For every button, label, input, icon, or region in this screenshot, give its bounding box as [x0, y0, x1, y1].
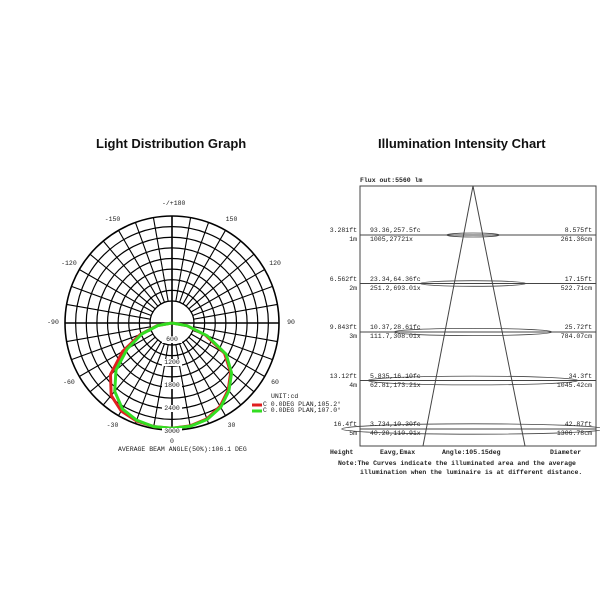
polar-spoke — [175, 217, 192, 302]
illuminated-area-ellipse — [341, 423, 600, 435]
eavg-lx: 111.7,308.01x — [370, 333, 421, 340]
angle-label: 120 — [269, 259, 281, 267]
height-ft: 13.12ft — [329, 372, 357, 380]
illumination-chart-title: Illumination Intensity Chart — [378, 136, 546, 151]
polar-spoke — [89, 253, 156, 310]
illuminated-area-ellipse — [393, 327, 553, 336]
height-m: 4m — [349, 381, 357, 389]
height-m: 1m — [349, 236, 357, 243]
polar-spoke — [188, 253, 255, 310]
note-line-1: Note:The Curves indicate the illuminated… — [338, 460, 576, 467]
polar-spoke — [102, 240, 159, 307]
height-ft: 16.4ft — [333, 421, 357, 428]
diameter-ft: 8.575ft — [564, 227, 592, 234]
diameter-ft: 25.72ft — [564, 324, 592, 331]
illuminated-area-ellipse — [367, 375, 579, 386]
angle-label: 60 — [271, 378, 279, 386]
polar-spoke — [152, 344, 169, 429]
footer-angle: Angle:105.15deg — [442, 449, 501, 456]
eavg-fc: 5.835,16.10fc — [370, 372, 421, 380]
polar-spoke — [190, 269, 265, 313]
diameter-cm: 1306.78cm — [556, 430, 592, 437]
illuminated-area-ellipse — [446, 232, 500, 238]
polar-spoke — [79, 333, 154, 377]
polar-spoke — [182, 230, 226, 305]
footer-diameter: Diameter — [550, 449, 582, 456]
radial-label: 3000 — [162, 428, 182, 435]
diameter-cm: 522.71cm — [560, 284, 592, 292]
note-line-2: illumination when the luminaire is at di… — [360, 469, 583, 476]
light-distribution-title: Light Distribution Graph — [96, 136, 247, 151]
diameter-cm: 261.36cm — [560, 236, 592, 243]
eavg-fc: 10.37,28.61fc — [370, 324, 421, 331]
polar-spoke — [66, 303, 151, 320]
polar-spoke — [185, 339, 242, 406]
polar-spoke — [89, 336, 156, 393]
polar-spoke — [179, 343, 210, 424]
illuminated-area-ellipse — [419, 280, 527, 287]
polar-spoke — [188, 336, 255, 393]
radial-label: 2400 — [162, 405, 182, 412]
eavg-fc: 23.34,64.36fc — [370, 275, 421, 283]
polar-spoke — [193, 303, 278, 320]
eavg-lx: 1005,27721x — [370, 236, 413, 243]
diameter-cm: 784.07cm — [560, 333, 592, 340]
polar-spoke — [134, 343, 165, 424]
height-m: 3m — [349, 333, 357, 340]
legend-entry: C 0.0DEG PLAN,107.0° — [263, 407, 342, 414]
polar-spoke — [71, 285, 152, 316]
radial-label: 1200 — [162, 359, 182, 366]
footer-eavg: Eavg,Emax — [380, 449, 416, 456]
height-ft: 6.562ft — [329, 275, 357, 283]
angle-label: 90 — [287, 319, 295, 326]
polar-spoke — [66, 326, 151, 343]
angle-label: 150 — [225, 215, 238, 223]
radial-label: 1800 — [162, 382, 182, 389]
polar-spoke — [193, 326, 278, 343]
polar-spoke — [118, 341, 162, 416]
angle-label: -120 — [61, 259, 77, 267]
angle-label: -/+180 — [162, 200, 186, 207]
angle-label: -60 — [63, 378, 75, 386]
height-m: 5m — [349, 430, 357, 437]
diameter-cm: 1045.42cm — [556, 381, 592, 389]
angle-label: -150 — [104, 215, 121, 223]
chart-frame — [359, 185, 597, 447]
polar-spoke — [79, 269, 154, 313]
polar-spoke — [152, 217, 169, 302]
angle-label: -90 — [47, 319, 59, 326]
polar-spoke — [134, 222, 165, 303]
legend-entry: C 0.0DEG PLAN,105.2° — [263, 401, 342, 408]
polar-spoke — [179, 222, 210, 303]
polar-spoke — [192, 285, 273, 316]
height-ft: 9.843ft — [329, 324, 357, 331]
polar-spoke — [118, 230, 162, 305]
radial-label: 600 — [162, 336, 182, 343]
eavg-fc: 93.36,257.5fc — [370, 227, 421, 234]
flux-label: Flux out:5560 lm — [360, 177, 423, 184]
angle-label: 30 — [227, 422, 236, 430]
diameter-ft: 42.87ft — [564, 421, 592, 428]
diameter-ft: 17.15ft — [564, 275, 592, 283]
eavg-lx: 62.81,173.21x — [370, 381, 421, 389]
polar-spoke — [185, 240, 242, 307]
angle-label: -30 — [106, 422, 119, 430]
cone-edge-left — [422, 185, 474, 447]
beam-angle-label: AVERAGE BEAM ANGLE(50%):106.1 DEG — [118, 446, 247, 453]
legend-title: UNIT:cd — [271, 393, 299, 400]
footer-height: Height — [330, 449, 354, 456]
eavg-fc: 3.734,10.30fc — [370, 421, 421, 428]
diameter-ft: 34.3ft — [568, 372, 592, 380]
cone-edge-right — [472, 185, 526, 447]
height-ft: 3.281ft — [329, 227, 357, 234]
polar-spoke — [175, 344, 192, 429]
height-m: 2m — [349, 284, 357, 292]
eavg-lx: 251.2,693.01x — [370, 284, 421, 292]
eavg-lx: 40.20,110.91x — [370, 430, 421, 437]
angle-label: 0 — [170, 438, 174, 445]
polar-spoke — [182, 341, 226, 416]
